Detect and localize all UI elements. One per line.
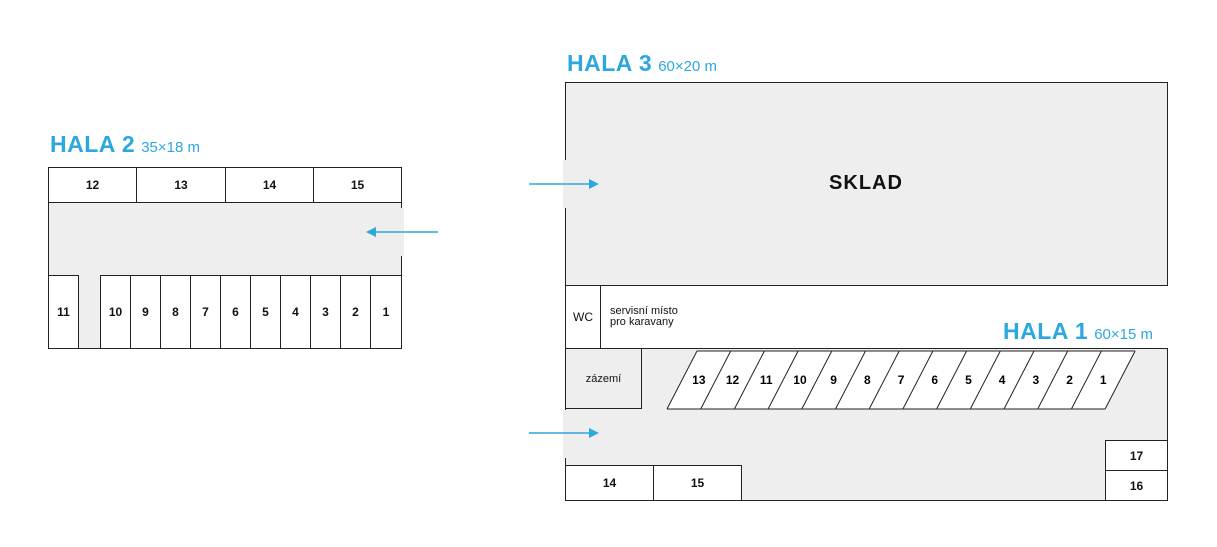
hala1-diagonal-spot-label: 5 [965,373,972,387]
hala1-diagonal-spot-label: 13 [692,373,706,387]
hala1-diagonal-spot-label: 6 [931,373,938,387]
hala1-dims: 60×15 m [1094,326,1154,343]
diagonal-bay-divider [936,350,968,410]
diagonal-bay-divider [1070,350,1102,410]
hala1-spot-17: 17 [1105,440,1168,471]
hala1-diagonal-spot-label: 11 [760,373,773,387]
hala2-spot-15: 15 [313,167,402,203]
hala2-dims: 35×18 m [141,139,201,156]
hala1-title: HALA 1 60×15 m [1003,318,1153,345]
hala2-spot-2: 2 [340,275,371,349]
hala1-spot-15: 15 [653,465,742,501]
hala2-spot-9: 9 [130,275,161,349]
hala1-diagonal-spot-label: 8 [864,373,871,387]
hala1-diagonal-spot-label: 7 [898,373,905,387]
diagonal-bay-divider [1037,350,1069,410]
diagonal-bay-divider [868,350,900,410]
hala3-dims: 60×20 m [658,58,718,75]
service-line-1: servisní místo [610,305,678,317]
hala2-spot-14: 14 [225,167,314,203]
hala1-diagonal-spot-label: 4 [999,373,1006,387]
diagonal-bay-divider [767,350,799,410]
hala1-spot-16: 16 [1105,470,1168,501]
hala3-title: HALA 3 60×20 m [567,50,717,77]
hala1-diagonal-spot-label: 12 [726,373,740,387]
service-line-2: pro karavany [610,316,674,328]
hala2-title: HALA 2 35×18 m [50,131,200,158]
diagonal-bay-divider [801,350,833,410]
hala1-diagonal-spot-label: 2 [1066,373,1073,387]
diagonal-bay-divider [902,350,934,410]
hala1-spot-14: 14 [565,465,654,501]
hala1-diagonal-spot-label: 10 [793,373,807,387]
hala2-spot-5: 5 [250,275,281,349]
hala3-storage-label: SKLAD [829,172,903,194]
hala2-spot-11: 11 [48,275,79,349]
hala2-spot-12: 12 [48,167,137,203]
hala2-spot-6: 6 [220,275,251,349]
diagonal-bay-divider [835,350,866,410]
diagonal-bay-divider [969,350,1001,410]
hala3-name: HALA 3 [567,50,653,76]
hala1-diagonal-spot-label: 3 [1033,373,1040,387]
hala3-floor [565,82,1168,286]
hala1-diagonal-spot-label: 9 [830,373,837,387]
hala2-spot-13: 13 [136,167,226,203]
hala1-name: HALA 1 [1003,318,1089,344]
hala2-name: HALA 2 [50,131,136,157]
hala1-entrance-gap [563,410,567,458]
hala3-wc: WC [565,285,601,349]
diagonal-bay-divider [1104,350,1136,410]
arrow-into-hala2 [366,227,438,237]
hala2-spot-1: 1 [370,275,402,349]
diagonal-bay-divider [733,350,765,410]
diagonal-bay-divider [700,350,732,410]
arrow-into-hala1 [529,428,599,438]
hala1-facility: zázemí [565,348,642,409]
arrow-into-hala3 [529,179,599,189]
hala1-diagonal-spot-label: 1 [1100,373,1107,387]
diagonal-bay-divider [666,350,698,410]
hala3-service-place: servisní místo pro karavany [610,306,678,328]
diagonal-bay-divider [1003,350,1035,410]
diagonal-bays-fill [667,351,1136,409]
